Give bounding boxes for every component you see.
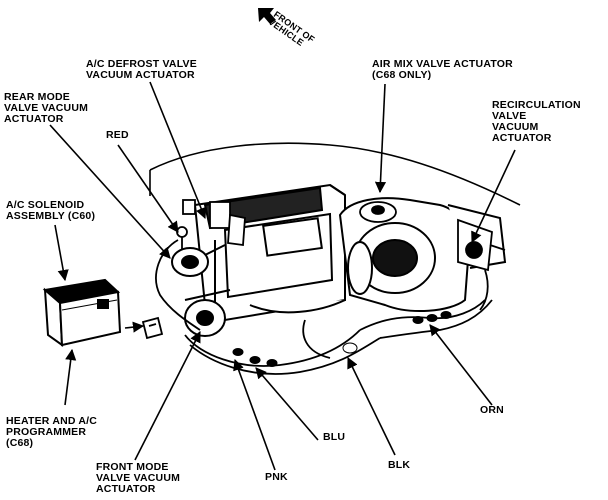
label-line: PNK <box>265 471 288 483</box>
label-ac-solenoid: A/C SOLENOID ASSEMBLY (C60) <box>6 200 95 222</box>
label-line: ACTUATOR <box>4 113 64 125</box>
label-line: REAR MODE <box>4 91 70 103</box>
label-line: BLU <box>323 431 346 443</box>
front-direction-arrow-icon <box>258 8 276 24</box>
label-line: RECIRCULATION <box>492 99 581 111</box>
programmer-box <box>42 278 122 348</box>
label-line: ACTUATOR <box>96 483 156 495</box>
label-line: PROGRAMMER <box>6 426 87 438</box>
rear-mode-actuator <box>171 244 226 277</box>
label-rear-mode-actuator: REAR MODE VALVE VACUUM ACTUATOR <box>4 92 88 125</box>
label-line: A/C DEFROST VALVE <box>86 58 197 70</box>
label-front-mode-actuator: FRONT MODE VALVE VACUUM ACTUATOR <box>96 462 180 495</box>
label-line: RED <box>106 129 129 141</box>
label-blu-hose: BLU <box>323 432 345 443</box>
label-line: FRONT MODE <box>96 461 169 473</box>
label-line: (C68 ONLY) <box>372 69 432 81</box>
label-line: VACUUM <box>492 121 539 133</box>
label-heater-programmer: HEATER AND A/C PROGRAMMER (C68) <box>6 416 97 449</box>
air-mix-actuator <box>359 201 397 223</box>
vacuum-hose-harness <box>155 239 493 375</box>
label-blk-hose: BLK <box>388 460 410 471</box>
label-line: AIR MIX VALVE ACTUATOR <box>372 58 513 70</box>
label-line: ACTUATOR <box>492 132 552 144</box>
label-pnk-hose: PNK <box>265 472 288 483</box>
label-line: VALVE VACUUM <box>96 472 181 484</box>
leader-arrows <box>49 81 516 471</box>
label-line: (C68) <box>6 437 34 449</box>
label-orn-hose: ORN <box>480 405 504 416</box>
label-line: ORN <box>480 404 504 416</box>
hose-connectors <box>232 311 452 367</box>
label-line: A/C SOLENOID <box>6 199 85 211</box>
label-line: VACUUM ACTUATOR <box>86 69 195 81</box>
label-line: BLK <box>388 459 411 471</box>
hvac-module <box>193 183 346 322</box>
label-air-mix-actuator: AIR MIX VALVE ACTUATOR (C68 ONLY) <box>372 59 513 81</box>
label-line: ASSEMBLY (C60) <box>6 210 96 222</box>
label-ac-defrost-actuator: A/C DEFROST VALVE VACUUM ACTUATOR <box>86 59 197 81</box>
label-line: VALVE <box>492 110 527 122</box>
label-red-hose: RED <box>106 130 129 141</box>
recirculation-actuator <box>457 218 506 272</box>
label-line: HEATER AND A/C <box>6 415 98 427</box>
label-recirculation-actuator: RECIRCULATION VALVE VACUUM ACTUATOR <box>492 100 581 144</box>
label-line: VALVE VACUUM <box>4 102 89 114</box>
defrost-actuator-fittings <box>176 199 246 250</box>
ac-solenoid-part <box>141 316 164 340</box>
